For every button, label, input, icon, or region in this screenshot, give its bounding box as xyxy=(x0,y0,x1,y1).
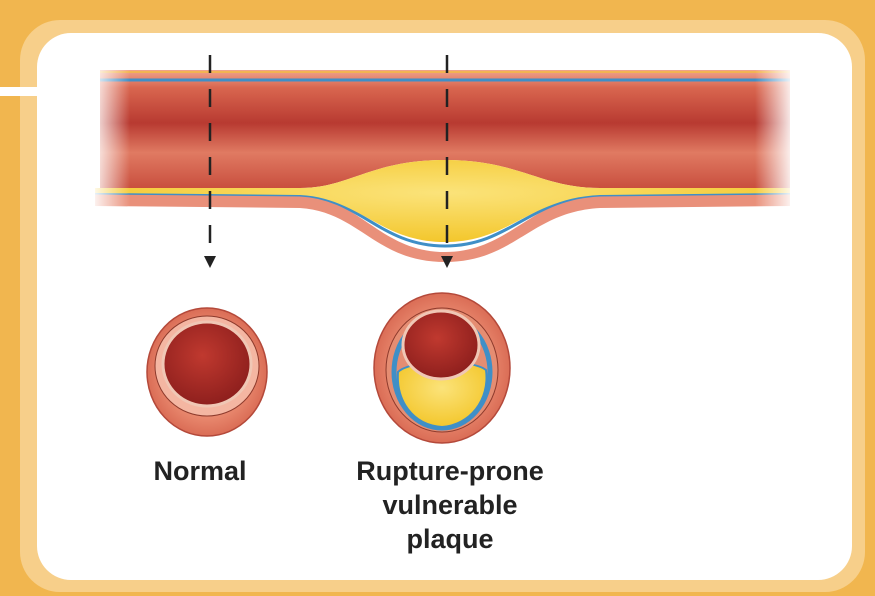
label-vulnerable-line-3: plaque xyxy=(325,522,575,556)
normal-cross-section xyxy=(147,308,267,436)
longitudinal-artery xyxy=(90,60,795,270)
label-vulnerable-line-1: Rupture-prone xyxy=(325,454,575,488)
label-normal: Normal xyxy=(120,454,280,488)
vulnerable-cross-section xyxy=(374,293,510,443)
label-vulnerable-plaque: Rupture-prone vulnerable plaque xyxy=(325,454,575,556)
label-vulnerable-line-2: vulnerable xyxy=(325,488,575,522)
